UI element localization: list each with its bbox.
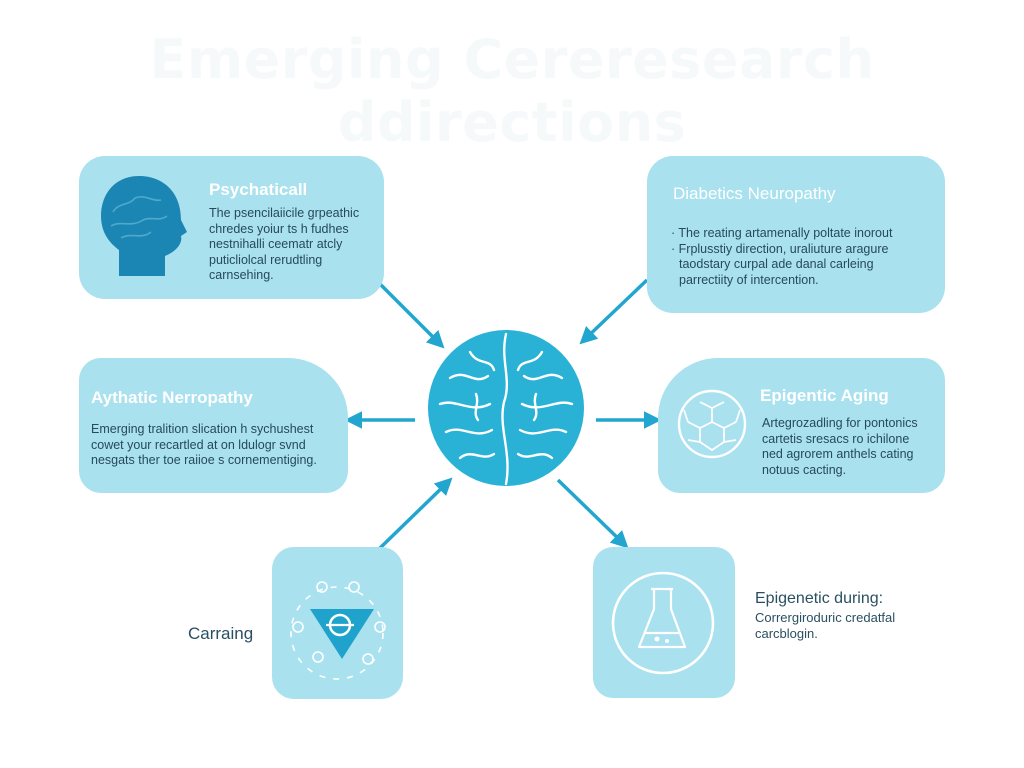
card-line: cartetis sresacs ro ichilone (762, 431, 910, 446)
head-profile-icon (101, 176, 187, 276)
card-line: carcblogin. (755, 625, 818, 641)
card-line: Corrergiroduric credatfal (755, 610, 896, 625)
card-line: notuus cacting. (762, 462, 847, 477)
bullet-marker: · (671, 226, 679, 240)
card-during-body: Corrergiroduric credatfal carcblogin. (755, 610, 955, 641)
card-line: cowet your recartled at on ldulogr svnd (91, 437, 306, 452)
arrow-diabetic-to-brain (579, 278, 649, 345)
arrow-carraing-to-brain (376, 477, 453, 552)
card-line: ned agrorem anthels cating (762, 447, 914, 461)
card-diabetics-neuropathy: Diabetics Neuropathy · The reating artam… (647, 156, 945, 313)
card-carraing (272, 547, 403, 699)
card-psychatical-body: The psencilaiicile grpeathic chredes yoi… (209, 206, 379, 284)
arrow-brain-to-during (556, 478, 629, 549)
page-title: Emerging Cereresearch ddirections (149, 28, 875, 154)
card-diabetics-title: Diabetics Neuropathy (673, 184, 836, 203)
cell-sphere-icon (677, 389, 747, 459)
card-psychatical-title: Psychaticall (209, 180, 308, 199)
card-line: nesgats ther toe raiioe s cornementiging… (91, 453, 317, 467)
card-line: carnsehing. (209, 268, 274, 282)
card-epigentic-title: Epigentic Aging (760, 386, 889, 405)
card-epigentic-aging: Epigentic Aging Artegrozadling for ponto… (658, 358, 945, 493)
bullet-marker: · (671, 241, 679, 256)
card-bullet: Frplusstiy direction, uraliuture aragure (678, 241, 889, 256)
card-line: Artegrozadling for pontonics (762, 416, 918, 430)
card-line: Emerging tralition slication h sychushes… (91, 422, 314, 436)
triangle-network-icon (290, 581, 386, 680)
brain-icon (428, 330, 584, 486)
card-bullet: parrectiity of intercention. (679, 272, 819, 287)
card-line: nestnihalli ceematr atcly (209, 237, 343, 251)
card-aythatic-nerropathy: Aythatic Nerropathy Emerging tralition s… (79, 358, 348, 493)
card-psychatical: Psychaticall The psencilaiicile grpeathi… (79, 156, 384, 299)
card-diabetics-body: · The reating artamenally poltate inorou… (671, 226, 936, 288)
card-line: chredes yoiur ts h fudhes (209, 221, 349, 236)
card-bullet: taodstary curpal ade danal carleing (679, 257, 874, 271)
card-line: The psencilaiicile grpeathic (209, 206, 360, 220)
arrow-psych-to-brain (376, 280, 445, 349)
flask-icon (611, 571, 715, 675)
card-aythatic-title: Aythatic Nerropathy (91, 388, 253, 407)
card-carraing-label: Carraing (188, 624, 254, 643)
card-during-title: Epigenetic during: (755, 590, 884, 607)
card-bullet: The reating artamenally poltate inorout (678, 226, 893, 240)
card-line: puticliolcal rerudtling (209, 252, 323, 267)
card-epigenetic-during (593, 547, 735, 698)
card-epigentic-body: Artegrozadling for pontonics cartetis sr… (762, 416, 942, 478)
card-aythatic-body: Emerging tralition slication h sychushes… (91, 422, 346, 469)
